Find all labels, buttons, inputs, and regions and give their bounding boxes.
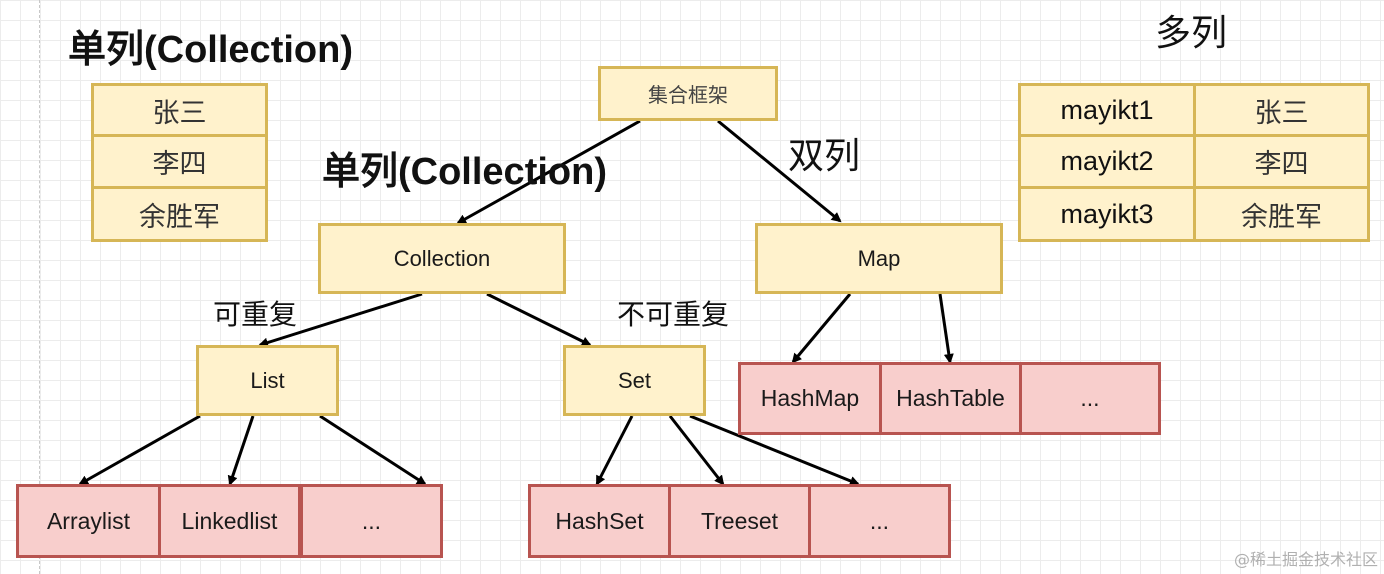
multi-table-key-cell: mayikt2 [1018,134,1196,189]
edge-root-collection [456,119,641,225]
non-repeatable-label: 不可重复 [617,298,730,331]
collection-node[interactable]: Collection [318,223,566,294]
single-table-cell: 余胜军 [91,186,268,242]
hashmap-node[interactable]: HashMap [738,362,882,435]
left-title-label: 单列(Collection) [68,29,353,71]
edge-list-arraylist [78,414,201,486]
edge-list-linkedlist [227,415,255,486]
list-more-node[interactable]: ... [300,484,443,558]
edge-list-more [319,414,427,486]
set-node[interactable]: Set [563,345,706,416]
edge-set-treeset [668,415,725,486]
hashset-node[interactable]: HashSet [528,484,671,558]
map-node[interactable]: Map [755,223,1003,294]
single-table-cell: 张三 [91,83,268,137]
multi-table-value-cell: 余胜军 [1193,186,1370,242]
multi-column-label: 多列 [1155,13,1228,54]
single-table-cell: 李四 [91,134,268,189]
edge-collection-set [486,292,592,347]
center-title-label: 单列(Collection) [322,151,607,193]
repeatable-label: 可重复 [213,298,298,331]
multi-table-key-cell: mayikt3 [1018,186,1196,242]
guide-line [39,0,40,574]
edge-collection-list [258,292,423,348]
linkedlist-node[interactable]: Linkedlist [158,484,301,558]
map-more-node[interactable]: ... [1019,362,1161,435]
watermark-text: @稀土掘金技术社区 [1233,550,1378,569]
edge-map-hashtable [938,293,954,364]
edge-set-hashset [595,415,634,486]
arraylist-node[interactable]: Arraylist [16,484,161,558]
edge-set-more [689,414,860,486]
treeset-node[interactable]: Treeset [668,484,811,558]
double-column-label: 双列 [788,136,861,177]
hashtable-node[interactable]: HashTable [879,362,1022,435]
edge-map-hashmap [791,293,852,364]
edge-root-map [717,119,842,223]
set-more-node[interactable]: ... [808,484,951,558]
list-node[interactable]: List [196,345,339,416]
multi-table-value-cell: 李四 [1193,134,1370,189]
root-node[interactable]: 集合框架 [598,66,778,121]
multi-table-key-cell: mayikt1 [1018,83,1196,137]
multi-table-value-cell: 张三 [1193,83,1370,137]
